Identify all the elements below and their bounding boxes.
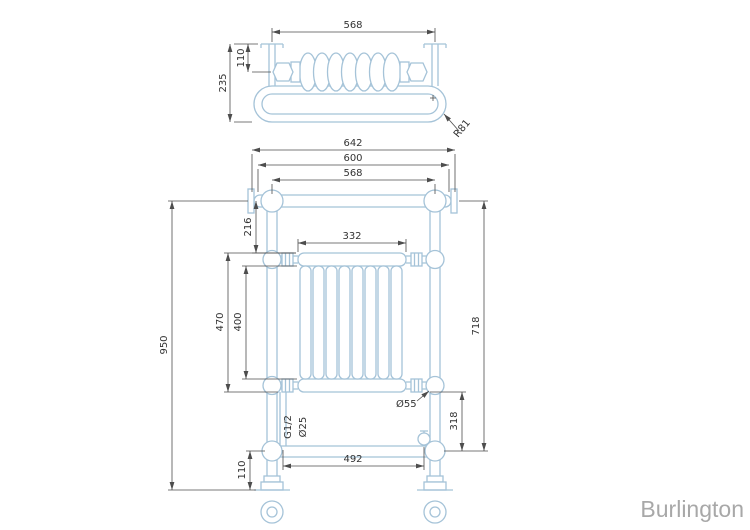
dim-label-top-110: 110 <box>236 48 247 67</box>
connection-labels: G1/2 Ø25 Ø55 <box>283 390 430 439</box>
dim-label-400: 400 <box>233 312 244 331</box>
dim-label-216: 216 <box>243 217 254 236</box>
dim-top-width: 568 <box>271 20 436 42</box>
vent-mark <box>430 95 436 101</box>
dim-label-top-568: 568 <box>343 20 362 31</box>
valve-nut-right <box>406 62 428 82</box>
dim-core-width: 332 <box>297 231 407 252</box>
dim-valve-centres: 492 <box>282 447 425 470</box>
dim-label-492: 492 <box>343 454 362 465</box>
dim-rail-to-rail: 718 <box>444 200 488 452</box>
dim-core-overall-height: 470 <box>215 252 296 393</box>
wall-brackets-top-view <box>260 43 447 86</box>
feet <box>254 475 453 524</box>
front-view: 642 600 568 332 216 470 <box>159 138 488 524</box>
valve <box>417 430 431 446</box>
dim-label-332: 332 <box>342 231 361 242</box>
dim-foot-height: 110 <box>237 450 265 490</box>
dim-label-718: 718 <box>471 316 482 335</box>
dim-top-radius: R81 <box>443 113 473 140</box>
dim-label-642: 642 <box>343 138 362 149</box>
radiator-connectors <box>277 252 430 393</box>
brand-logo: Burlington <box>640 496 744 522</box>
dim-overall-height: 950 <box>159 200 256 491</box>
dim-label-110-bottom: 110 <box>237 460 248 479</box>
label-pipe-dia-25: Ø25 <box>297 417 309 438</box>
wall-plate-right <box>450 188 458 214</box>
dim-top-110: 110 <box>236 44 271 73</box>
dim-top-235: 235 <box>218 43 258 123</box>
pipe-tail <box>279 392 287 446</box>
dim-label-318: 318 <box>449 411 460 430</box>
radiator-coil-plan <box>272 52 428 92</box>
label-thread-g12: G1/2 <box>283 415 294 439</box>
dim-front-600: 600 <box>257 153 450 192</box>
label-ball-dia-55: Ø55 <box>396 398 417 410</box>
dim-bottom-section: 318 <box>430 391 466 451</box>
top-header <box>297 252 407 267</box>
dim-label-470: 470 <box>215 312 226 331</box>
valve-nut-left <box>272 62 294 82</box>
dim-label-568-front: 568 <box>343 168 362 179</box>
top-view: 568 110 235 R81 <box>218 20 473 140</box>
dim-label-950: 950 <box>159 335 170 354</box>
dim-front-568: 568 <box>271 168 436 194</box>
side-posts <box>266 201 441 476</box>
bottom-header <box>297 378 407 393</box>
dim-core-height: 400 <box>233 265 297 380</box>
dim-label-r81: R81 <box>452 118 473 140</box>
dim-front-642: 642 <box>251 138 456 192</box>
wall-plate-left <box>247 188 255 214</box>
dim-label-top-235: 235 <box>218 73 229 92</box>
dim-label-600: 600 <box>343 153 362 164</box>
radiator-core <box>297 252 407 393</box>
